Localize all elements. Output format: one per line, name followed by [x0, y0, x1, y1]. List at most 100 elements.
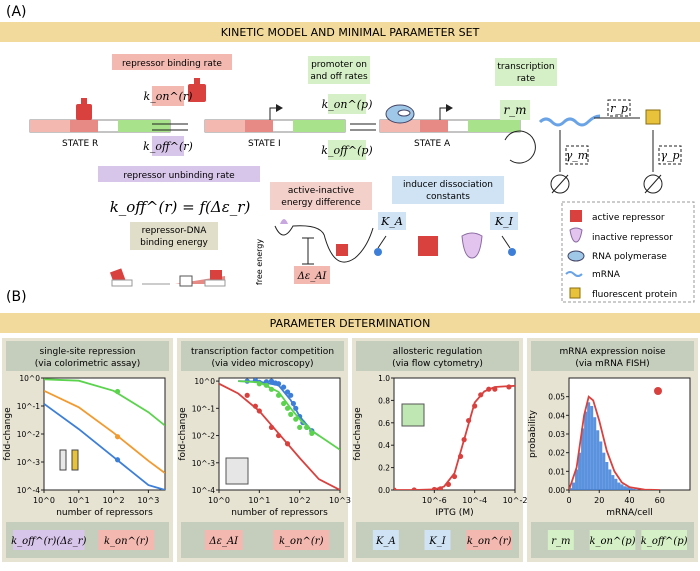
- fluorescent-protein-icon: [645, 109, 661, 125]
- panel-b-label: (B): [6, 289, 27, 305]
- active-repressor-inducer-icon: [418, 236, 438, 256]
- dna-state-r: [29, 119, 171, 133]
- transcription-rate-box: [495, 58, 557, 86]
- binding-energy-line1: repressor-DNA: [142, 226, 208, 236]
- data-point-1-0-4: [268, 378, 275, 384]
- histogram-bar-1: [572, 482, 576, 490]
- series-group-1: [219, 378, 340, 490]
- y-tick-label-0-4: 10^-4: [17, 486, 41, 495]
- plot-area-0: [43, 377, 166, 491]
- series-line-0-1: [44, 389, 165, 474]
- series-line-0-2: [44, 403, 165, 490]
- param-chip-0-1: [98, 530, 155, 550]
- data-point-1-0-11: [293, 405, 299, 411]
- histogram-bar-17: [620, 484, 624, 490]
- inactive-repressor-icon: [569, 227, 583, 243]
- data-point-2-0-8: [465, 417, 472, 424]
- x-tick-label-2-0: 10^-6: [422, 496, 447, 505]
- param-chip-1-1: [273, 530, 330, 550]
- data-point-0-1-0: [114, 434, 121, 440]
- fish-probe-icon: [654, 387, 662, 395]
- x-tick-label-2-2: 10^-2: [503, 496, 528, 505]
- ki-label: K_I: [494, 215, 514, 228]
- column-title-1: transcription factor competition: [191, 347, 334, 357]
- panel-a-banner: [0, 22, 700, 42]
- series-line-3-1: [569, 395, 660, 490]
- data-point-1-0-8: [284, 389, 291, 395]
- repressor-binding-rate-label: repressor binding rate: [122, 59, 222, 69]
- y-axis-label-2: fold-change: [353, 407, 363, 461]
- transcription-cycle-arrow: [504, 130, 536, 164]
- data-point-1-0-6: [275, 381, 282, 387]
- param-chip-0-0: [13, 530, 85, 550]
- legend-item-4: fluorescent protein: [592, 290, 677, 300]
- inducer-icon-a: [374, 248, 382, 256]
- ka-label: K_A: [380, 215, 403, 228]
- x-axis-label-0: number of repressors: [56, 508, 153, 518]
- data-point-1-1-7: [293, 416, 299, 422]
- x-tick-label-3-1: 20: [594, 496, 604, 505]
- column-header-0: [6, 341, 169, 371]
- active-inactive-box: [270, 182, 372, 210]
- delta-eps-ai-label: Δε_AI: [297, 271, 328, 282]
- data-point-2-0-3: [437, 486, 444, 490]
- gamma-p-label: γ_p: [660, 149, 679, 162]
- data-point-1-1-3: [275, 392, 282, 398]
- x-tick-label-0-3: 10^3: [137, 496, 159, 505]
- panel-a-label: (A): [6, 4, 27, 20]
- param-label-1-0: Δε_AI: [208, 536, 239, 547]
- x-tick-label-1-3: 10^3: [329, 496, 351, 505]
- gamma-m-label: γ_m: [566, 149, 589, 162]
- x-axis-label-3: mRNA/cell: [606, 508, 652, 518]
- histogram-bar-6: [587, 402, 591, 490]
- x-tick-label-0-2: 10^2: [103, 496, 125, 505]
- histogram-bar-2: [575, 469, 579, 490]
- panel-b-title: PARAMETER DETERMINATION: [270, 317, 431, 330]
- degradation-symbol-protein: [643, 174, 663, 194]
- y-tick-label-1-0: 10^0: [194, 377, 215, 386]
- x-tick-label-0-0: 10^0: [33, 496, 55, 505]
- column-header-2: [356, 341, 519, 371]
- repressor-unbinding-rate-box: [98, 166, 260, 182]
- ka-box: [378, 212, 406, 230]
- histogram-bar-21: [632, 488, 636, 490]
- param-chip-2-2: [466, 530, 512, 550]
- rm-box: [500, 100, 530, 120]
- y-axis-label-1: fold-change: [178, 407, 188, 461]
- y-tick-label-2-5: 1.0: [378, 374, 390, 383]
- histogram-bar-16: [617, 482, 621, 490]
- active-repressor-bound-icon: [76, 98, 92, 120]
- data-point-1-1-9: [304, 424, 310, 430]
- promoter-rates-line2: and off rates: [310, 72, 368, 82]
- data-point-0-0-0: [114, 388, 121, 395]
- histogram-bar-18: [623, 486, 627, 490]
- param-label-3-0: r_m: [551, 536, 570, 547]
- histogram-bar-12: [605, 462, 609, 490]
- data-point-1-2-3: [268, 424, 275, 430]
- y-tick-label-3-4: 0.04: [548, 411, 565, 420]
- histogram-bar-10: [599, 441, 603, 490]
- flow-cytometry-icon: [401, 403, 425, 427]
- x-tick-label-0-1: 10^1: [68, 496, 90, 505]
- kon-p-box: [328, 94, 366, 114]
- state-i-label: STATE I: [248, 139, 281, 149]
- inducer-line2: constants: [426, 192, 470, 202]
- inducer-icon-i: [508, 248, 516, 256]
- koff-p-box: [328, 140, 366, 160]
- data-point-1-2-0: [244, 392, 250, 398]
- koff-r-box: [152, 136, 184, 156]
- column-title-0: single-site repression: [40, 347, 136, 357]
- binding-energy-scale: [109, 268, 226, 287]
- param-label-2-0: K_A: [375, 536, 396, 547]
- x-axis-label-1: number of repressors: [231, 508, 328, 518]
- gamma-m-box: [565, 145, 589, 165]
- data-point-1-0-7: [281, 384, 287, 390]
- data-point-1-1-4: [281, 400, 287, 407]
- column-subtitle-0: (via colorimetric assay): [35, 359, 140, 369]
- column-title-2: allosteric regulation: [393, 347, 483, 357]
- y-tick-label-3-1: 0.01: [548, 467, 565, 476]
- active-repressor-icon: [570, 210, 582, 222]
- inactive-repressor-inducer-icon: [461, 232, 483, 259]
- data-point-2-0-5: [451, 473, 458, 480]
- transcription-rate-line2: rate: [517, 74, 536, 84]
